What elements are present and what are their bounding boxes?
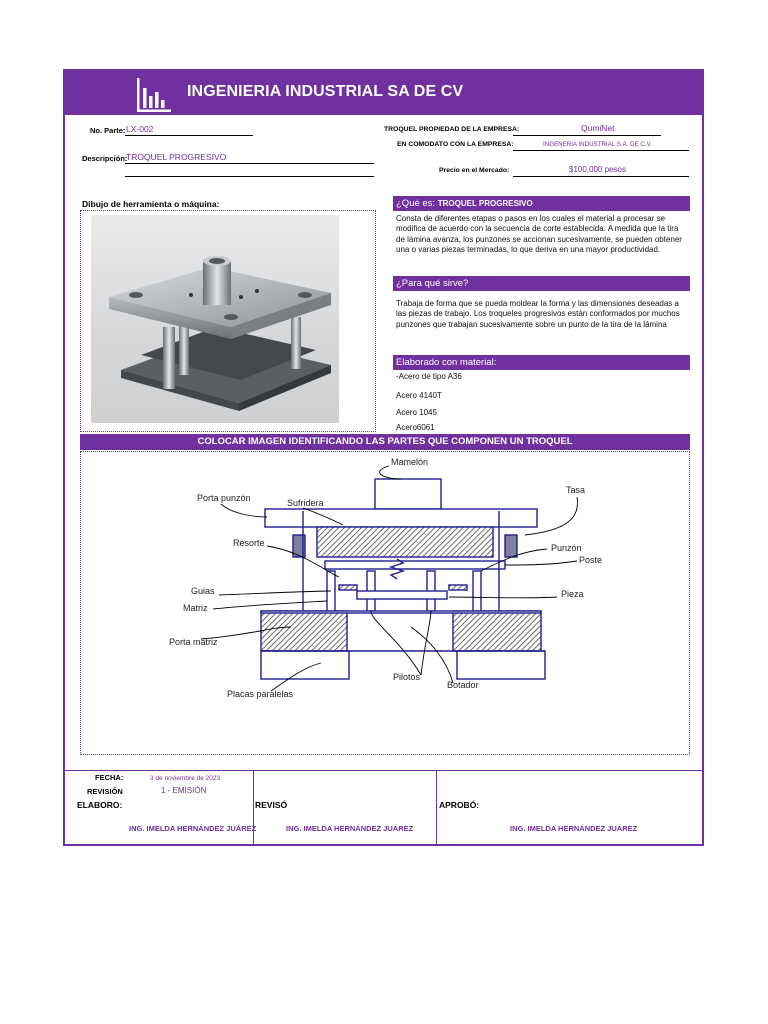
header-bar: INGENIERIA INDUSTRIAL SA DE CV	[65, 71, 702, 115]
placa-paralela-right	[456, 650, 546, 680]
elaboro-label: ELABORO:	[77, 800, 123, 810]
aprobo-label: APROBÓ:	[439, 800, 480, 810]
die-set-render	[109, 256, 331, 411]
comodato-label: EN COMODATO CON LA EMPRESA:	[397, 141, 514, 148]
sufridera-plate	[316, 526, 494, 558]
no-parte-value: LX-002	[126, 124, 154, 134]
label-resorte: Resorte	[233, 538, 265, 548]
no-parte-label: No. Parte:	[90, 126, 126, 135]
footer-col-divider-2	[436, 770, 437, 846]
label-pilotos: Pilotos	[393, 672, 421, 682]
label-sufridera: Sufridera	[287, 498, 324, 508]
bar-chart-logo-icon	[137, 78, 171, 112]
que-es-text: Consta de diferentes etapas o pasos en l…	[396, 214, 682, 255]
descripcion-label: Descripción:	[82, 154, 128, 163]
label-botador: Botador	[447, 680, 479, 690]
label-tasa: Tasa	[566, 485, 585, 495]
troquel-label: TROQUEL PROPIEDAD DE LA EMPRESA:	[384, 126, 520, 133]
reviso-label: REVISÓ	[255, 800, 288, 810]
porta-punzon-plate	[264, 508, 538, 528]
label-guias: Guias	[191, 586, 215, 596]
die-parts-diagram: Mamelón Tasa Porta punzón Sufridera Reso…	[169, 457, 602, 699]
descripcion-underline-2	[125, 176, 374, 177]
fecha-label: FECHA:	[95, 773, 124, 782]
para-que-header: ¿Para qué sirve?	[393, 276, 690, 291]
revision-value: 1 - EMISIÓN	[161, 786, 207, 795]
descripcion-value: TROQUEL PROGRESIVO	[126, 152, 227, 162]
elaboro-name: ING. IMELDA HERNÁNDEZ JUÁREZ	[129, 824, 257, 833]
drawing-label: Dibujo de herramienta o máquina:	[82, 199, 220, 209]
diagram-frame	[80, 451, 690, 755]
drawing-frame	[80, 210, 376, 432]
que-es-title: ¿Qué es:	[396, 198, 436, 209]
die-set-photo	[91, 215, 339, 423]
que-es-title-value: TROQUEL PROGRESIVO	[437, 199, 533, 208]
fecha-value: 3 de noviembre de 2023	[150, 775, 221, 782]
material-item-3: Acero 1045	[396, 408, 437, 417]
aprobo-name: ING. IMELDA HERNÁNDEZ JUÁREZ	[510, 824, 638, 833]
reviso-name: ING. IMELDA HERNÁNDEZ JUÁREZ	[286, 824, 414, 833]
comodato-value: INGENERIA INDUSTRIAL S.A. DE C.V.	[543, 141, 652, 148]
material-item-4: Acero6061	[396, 423, 435, 432]
material-item-1: -Acero de tipo A36	[396, 372, 462, 381]
label-punzon: Punzón	[551, 543, 582, 553]
material-header: Elaborado con material:	[393, 355, 690, 370]
label-pieza: Pieza	[561, 589, 584, 599]
revision-label: REVISIÓN	[87, 787, 123, 796]
footer-divider	[65, 770, 702, 771]
precio-value: $100,000 pesos	[569, 165, 626, 174]
descripcion-underline	[125, 163, 374, 164]
footer-col-divider-1	[253, 770, 254, 846]
para-que-text: Trabaja de forma que se pueda moldear la…	[396, 299, 680, 329]
troquel-underline	[513, 135, 661, 136]
company-name: INGENIERIA INDUSTRIAL SA DE CV	[187, 83, 464, 100]
troquel-value: QumiNet	[581, 123, 615, 133]
label-porta-matriz: Porta matriz	[169, 637, 218, 647]
label-placas-paralelas: Placas paralelas	[227, 689, 294, 699]
label-poste: Poste	[579, 555, 602, 565]
comodato-underline	[513, 150, 689, 151]
material-item-2: Acero 4140T	[396, 391, 442, 400]
precio-label: Precio en el Mercado:	[439, 167, 510, 174]
label-matriz: Matriz	[183, 603, 208, 613]
precio-underline	[513, 176, 689, 177]
mamelon-shape	[374, 478, 442, 510]
document-sheet: INGENIERIA INDUSTRIAL SA DE CV No. Parte…	[63, 69, 704, 846]
que-es-header: ¿Qué es: TROQUEL PROGRESIVO	[393, 196, 690, 211]
label-porta-punzon: Porta punzón	[197, 493, 251, 503]
no-parte-underline	[125, 135, 253, 136]
placa-paralela-left	[260, 650, 350, 680]
label-mamelon: Mamelón	[391, 457, 428, 467]
parts-band-title: COLOCAR IMAGEN IDENTIFICANDO LAS PARTES …	[80, 434, 690, 450]
